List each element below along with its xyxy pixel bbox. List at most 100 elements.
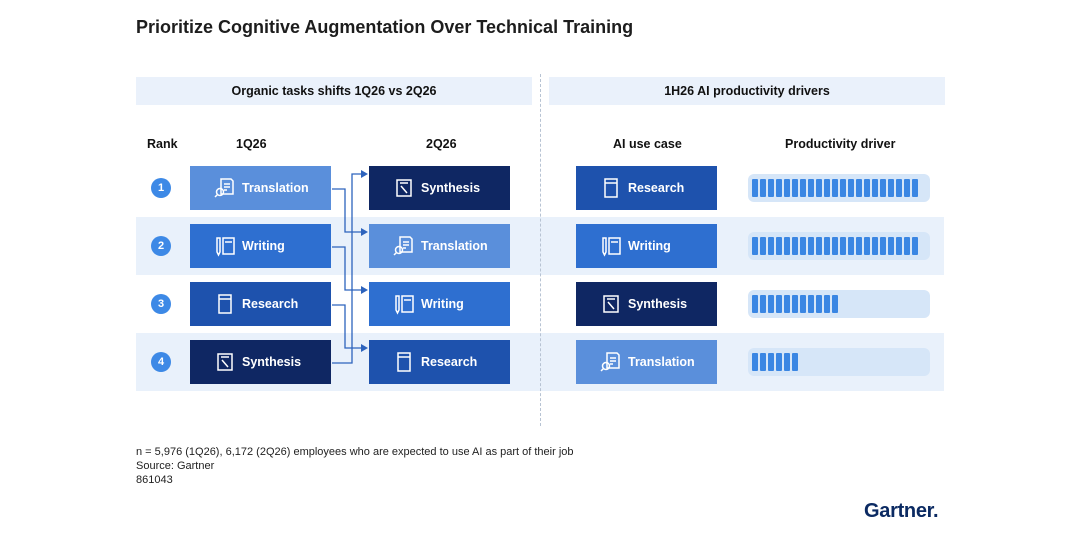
synthesis-icon [393,177,415,199]
translation-icon [600,351,622,373]
driver-bar-2-segment [768,237,774,255]
driver-bar-1-segment [872,179,878,197]
driver-bar-4-segment [784,353,790,371]
driver-bar-1-segment [808,179,814,197]
q2-task-1: Synthesis [369,166,510,210]
driver-bar-2-segment [824,237,830,255]
q2-task-3-label: Writing [421,297,464,311]
driver-bar-1-segment [776,179,782,197]
driver-bar-2-segment [872,237,878,255]
driver-bar-1 [748,174,930,202]
synthesis-icon [600,293,622,315]
q1-task-1: Translation [190,166,331,210]
connector-synthesis [332,173,362,364]
rank-badge-4: 4 [151,352,171,372]
driver-bar-2-segment [760,237,766,255]
figure-id: 861043 [136,474,173,486]
usecase-2-label: Writing [628,239,671,253]
driver-bar-2-segment [800,237,806,255]
driver-bar-4-segment [752,353,758,371]
translation-icon [393,235,415,257]
driver-bar-1-segment [816,179,822,197]
driver-bar-2-segment [864,237,870,255]
q2-task-4: Research [369,340,510,384]
writing-icon [393,293,415,315]
driver-bar-3-segment [752,295,758,313]
driver-bar-4-segment [768,353,774,371]
driver-bar-4-segment [760,353,766,371]
driver-bar-2-segment [832,237,838,255]
driver-bar-3-segment [760,295,766,313]
driver-bar-2-segment [816,237,822,255]
q2-task-1-label: Synthesis [421,181,481,195]
driver-bar-1-segment [792,179,798,197]
synthesis-icon [214,351,236,373]
arrowhead-translation [361,228,368,236]
driver-bar-2-segment [896,237,902,255]
chart-title: Prioritize Cognitive Augmentation Over T… [136,17,634,37]
gartner-logo: Gartner. [864,500,939,522]
usecase-2: Writing [576,224,717,268]
connector-translation [332,188,362,233]
driver-bar-3-segment [800,295,806,313]
driver-bar-2-segment [904,237,910,255]
writing-icon [214,235,236,257]
arrowhead-synthesis [361,170,368,178]
q2-column-header: 2Q26 [426,137,457,151]
left-section-header: Organic tasks shifts 1Q26 vs 2Q26 [136,77,532,105]
driver-bar-1-segment [760,179,766,197]
q1-task-2: Writing [190,224,331,268]
q2-task-3: Writing [369,282,510,326]
driver-bar-2-segment [840,237,846,255]
driver-bar-2 [748,232,930,260]
usecase-4: Translation [576,340,717,384]
driver-bar-3-segment [808,295,814,313]
rank-badge-1: 1 [151,178,171,198]
q1-column-header: 1Q26 [236,137,267,151]
translation-icon [214,177,236,199]
usecase-1: Research [576,166,717,210]
usecase-1-label: Research [628,181,685,195]
usecase-column-header: AI use case [613,137,682,151]
right-section-header: 1H26 AI productivity drivers [549,77,945,105]
q1-task-3-label: Research [242,297,299,311]
driver-bar-2-segment [856,237,862,255]
driver-bar-1-segment [904,179,910,197]
q1-task-1-label: Translation [242,181,309,195]
driver-bar-2-segment [792,237,798,255]
arrowhead-research [361,344,368,352]
driver-bar-1-segment [840,179,846,197]
driver-bar-3-segment [832,295,838,313]
driver-bar-1-segment [856,179,862,197]
q1-task-4-label: Synthesis [242,355,302,369]
driver-bar-2-segment [888,237,894,255]
driver-bar-3-segment [776,295,782,313]
driver-bar-2-segment [752,237,758,255]
driver-bar-3-segment [792,295,798,313]
driver-bar-3-segment [824,295,830,313]
driver-bar-1-segment [888,179,894,197]
q2-task-2: Translation [369,224,510,268]
q2-task-4-label: Research [421,355,478,369]
driver-bar-2-segment [912,237,918,255]
driver-bar-2-segment [784,237,790,255]
driver-bar-2-segment [848,237,854,255]
rank-column-header: Rank [147,137,178,151]
driver-bar-1-segment [768,179,774,197]
driver-bar-1-segment [896,179,902,197]
driver-bar-1-segment [880,179,886,197]
rank-badge-2: 2 [151,236,171,256]
driver-column-header: Productivity driver [785,137,896,151]
rank-badge-3: 3 [151,294,171,314]
usecase-4-label: Translation [628,355,695,369]
q1-task-3: Research [190,282,331,326]
driver-bar-2-segment [808,237,814,255]
connector-writing [332,246,362,291]
section-divider [540,74,541,426]
footnote: n = 5,976 (1Q26), 6,172 (2Q26) employees… [136,446,574,458]
driver-bar-2-segment [880,237,886,255]
driver-bar-2-segment [776,237,782,255]
writing-icon [600,235,622,257]
research-icon [214,293,236,315]
